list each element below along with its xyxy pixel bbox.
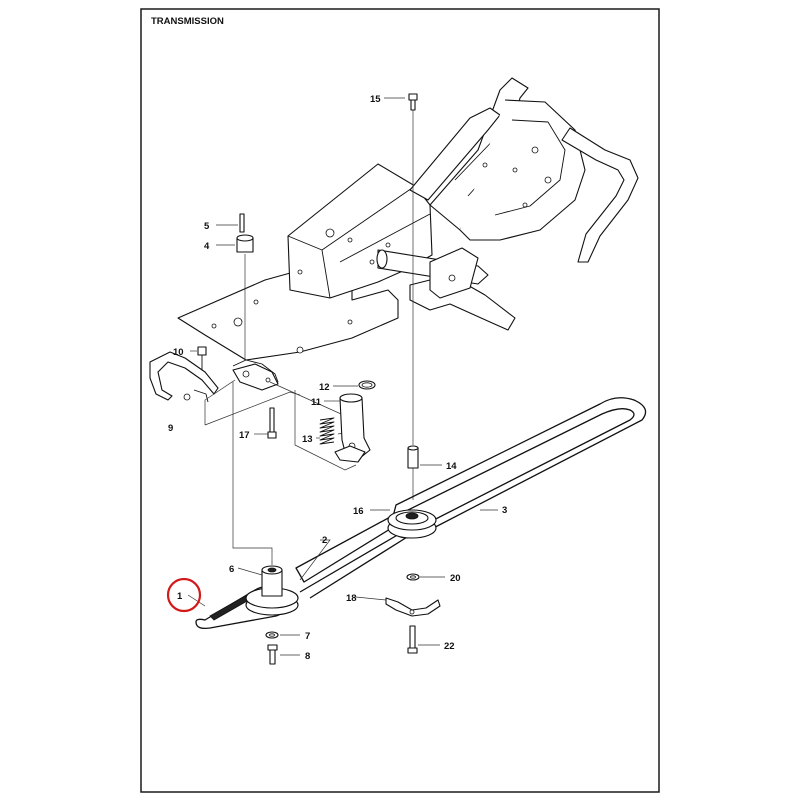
callout-15: 15 — [370, 94, 381, 105]
nut-10 — [197, 346, 207, 372]
callout-7: 7 — [305, 631, 310, 642]
page-frame — [140, 8, 660, 793]
callout-1: 1 — [177, 591, 183, 602]
bolt-15 — [408, 93, 418, 111]
callout-3: 3 — [502, 505, 507, 516]
callout-20: 20 — [450, 573, 461, 584]
pivot-bracket — [232, 363, 279, 391]
leader-box-spring — [269, 381, 351, 435]
callout-4: 4 — [204, 241, 210, 252]
bolt-8 — [267, 644, 278, 665]
leader-box-lower — [294, 390, 357, 471]
leader-box-left — [204, 391, 301, 426]
chassis-frame — [177, 77, 639, 386]
callout-22: 22 — [444, 641, 455, 652]
bolt-17 — [267, 407, 277, 439]
bolt-22 — [407, 625, 418, 654]
callout-5: 5 — [204, 221, 210, 232]
diagram-title: TRANSMISSION — [151, 16, 224, 27]
callout-14: 14 — [446, 461, 457, 472]
spacer-14 — [407, 445, 419, 469]
pin-5 — [239, 213, 245, 233]
callout-11: 11 — [311, 397, 322, 408]
callout-16: 16 — [353, 506, 364, 517]
callout-leaders — [187, 97, 498, 656]
callout-12: 12 — [319, 382, 330, 393]
bracket-9 — [149, 351, 219, 403]
callout-10: 10 — [173, 347, 184, 358]
tensioner-11 — [334, 393, 371, 463]
callout-labels: 15 5 4 10 9 12 11 13 17 14 16 2 3 6 20 1… — [168, 94, 507, 662]
leader-box-right — [232, 382, 273, 565]
callout-18: 18 — [346, 593, 357, 604]
bracket-18 — [385, 597, 441, 617]
callout-8: 8 — [305, 651, 310, 662]
callout-2: 2 — [322, 535, 327, 546]
callout-6: 6 — [229, 564, 234, 575]
callout-13: 13 — [302, 434, 313, 445]
washer-7 — [265, 631, 279, 639]
pulley-16 — [387, 509, 437, 539]
callout-17: 17 — [239, 430, 250, 441]
callout-9: 9 — [168, 423, 173, 434]
washer-20 — [406, 573, 420, 581]
callout-1-highlight-circle — [166, 577, 202, 613]
bushing-4 — [236, 234, 254, 253]
ring-12 — [358, 380, 376, 390]
pulley-6 — [245, 565, 299, 616]
leader-9-box — [204, 379, 236, 425]
spring-13 — [319, 417, 335, 445]
